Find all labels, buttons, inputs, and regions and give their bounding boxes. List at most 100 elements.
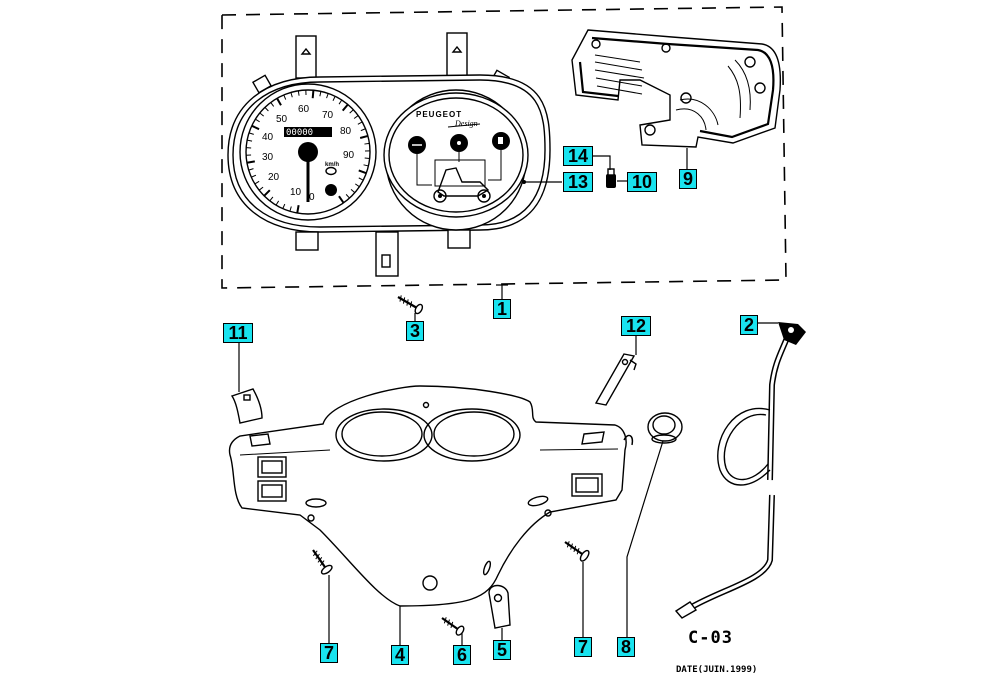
callout-12[interactable]: 12 bbox=[621, 316, 651, 336]
speedometer-cable[interactable] bbox=[674, 322, 806, 619]
switch-right bbox=[571, 473, 603, 497]
speed-tick bbox=[296, 205, 300, 214]
date-label: DATE(JUIN.1999) bbox=[676, 665, 758, 675]
tick-label-0: 0 bbox=[309, 192, 315, 203]
speed-tick bbox=[338, 99, 343, 105]
mount-tab-bottom-center bbox=[375, 231, 399, 277]
callout-7-left[interactable]: 7 bbox=[320, 643, 338, 663]
indicator-icon bbox=[325, 166, 337, 176]
callout-11[interactable]: 11 bbox=[223, 323, 253, 343]
leader-lines bbox=[238, 148, 778, 646]
scooter-icon bbox=[433, 167, 491, 203]
speed-tick bbox=[259, 112, 265, 117]
mount-tab-top-right bbox=[446, 32, 468, 78]
callout-2[interactable]: 2 bbox=[740, 315, 758, 335]
speed-tick bbox=[364, 142, 370, 145]
callout-9[interactable]: 9 bbox=[679, 169, 697, 189]
speed-tick bbox=[345, 194, 350, 199]
printed-circuit-board[interactable] bbox=[571, 29, 782, 148]
bracket-12[interactable] bbox=[594, 353, 637, 406]
switch-left-upper bbox=[257, 456, 287, 478]
speed-tick bbox=[275, 200, 280, 206]
speedometer-gauge: 10 20 30 40 50 60 70 80 90 0 00000 km/h bbox=[239, 83, 377, 221]
speed-tick bbox=[319, 91, 322, 97]
model-script-text: Design bbox=[454, 119, 478, 128]
tick-label-20: 20 bbox=[268, 172, 280, 183]
unit-label: km/h bbox=[325, 162, 339, 168]
speed-tick bbox=[290, 92, 293, 98]
tick-label-10: 10 bbox=[290, 187, 302, 198]
callout-10[interactable]: 10 bbox=[627, 172, 657, 192]
speed-tick bbox=[254, 180, 260, 185]
speed-tick bbox=[326, 93, 329, 99]
screw-6[interactable] bbox=[439, 614, 465, 637]
callout-8[interactable]: 8 bbox=[617, 637, 635, 657]
speed-tick bbox=[289, 206, 292, 212]
speed-tick bbox=[248, 168, 254, 171]
speed-tick bbox=[247, 139, 253, 142]
callout-6[interactable]: 6 bbox=[453, 645, 471, 665]
speed-tick bbox=[350, 189, 356, 194]
instrument-cluster[interactable]: 10 20 30 40 50 60 70 80 90 0 00000 km/h … bbox=[227, 32, 551, 277]
speed-tick bbox=[276, 97, 282, 106]
speed-tick bbox=[297, 90, 300, 96]
speed-tick bbox=[358, 177, 364, 181]
speed-tick bbox=[359, 134, 369, 139]
speed-tick bbox=[258, 186, 264, 191]
speed-tick bbox=[338, 195, 345, 204]
tick-label-60: 60 bbox=[298, 104, 310, 115]
speed-tick bbox=[357, 121, 363, 125]
speed-tick bbox=[263, 189, 271, 197]
assembly-boundary bbox=[221, 6, 787, 289]
speed-tick bbox=[270, 102, 275, 107]
tick-label-50: 50 bbox=[276, 114, 288, 125]
handlebar-cover[interactable] bbox=[228, 385, 634, 607]
small-cover-11[interactable] bbox=[230, 388, 263, 424]
mount-tab-top-left bbox=[295, 35, 317, 79]
speed-tick bbox=[360, 128, 366, 132]
speed-tick bbox=[264, 107, 269, 112]
speed-tick bbox=[283, 94, 287, 100]
turn-signal-lamp-icon bbox=[325, 184, 337, 196]
speed-tick bbox=[341, 103, 349, 112]
speed-tick bbox=[311, 90, 315, 99]
screw-7-left[interactable] bbox=[308, 547, 333, 576]
callout-1[interactable]: 1 bbox=[493, 299, 511, 319]
speed-tick bbox=[364, 157, 370, 159]
speed-tick bbox=[251, 124, 260, 131]
scooter-silhouette-frame bbox=[434, 159, 486, 187]
callout-5[interactable]: 5 bbox=[493, 640, 511, 660]
speed-tick bbox=[251, 174, 257, 178]
speed-tick bbox=[358, 169, 367, 175]
tick-label-40: 40 bbox=[262, 132, 274, 143]
callout-3[interactable]: 3 bbox=[406, 321, 424, 341]
brand-text: PEUGEOT bbox=[416, 110, 462, 119]
speed-tick bbox=[353, 115, 359, 119]
speed-tick bbox=[248, 132, 254, 135]
warning-dial: PEUGEOT Design bbox=[383, 89, 529, 231]
svg-text:00000: 00000 bbox=[286, 128, 313, 138]
callout-14[interactable]: 14 bbox=[563, 146, 593, 166]
bulb-socket[interactable] bbox=[606, 168, 616, 188]
screw-7-right[interactable] bbox=[562, 537, 591, 562]
tick-label-70: 70 bbox=[322, 110, 334, 121]
callout-13[interactable]: 13 bbox=[563, 172, 593, 192]
grommet-8[interactable] bbox=[647, 412, 683, 444]
page-code: C-03 bbox=[688, 628, 733, 648]
clamp-5[interactable] bbox=[488, 584, 511, 629]
callout-4[interactable]: 4 bbox=[391, 645, 409, 665]
mount-tab-bottom-left bbox=[295, 231, 319, 251]
speed-tick bbox=[354, 183, 360, 188]
speed-tick bbox=[269, 196, 274, 202]
speed-tick bbox=[255, 118, 260, 123]
speed-tick bbox=[349, 109, 354, 114]
speed-tick bbox=[282, 203, 286, 209]
mount-tab-bottom-right bbox=[447, 229, 471, 249]
switch-left-lower bbox=[257, 480, 287, 502]
tick-label-30: 30 bbox=[262, 152, 274, 163]
screw-3[interactable] bbox=[396, 293, 424, 315]
speed-tick bbox=[332, 96, 336, 101]
callout-7-right[interactable]: 7 bbox=[574, 637, 592, 657]
speed-tick bbox=[363, 164, 369, 167]
